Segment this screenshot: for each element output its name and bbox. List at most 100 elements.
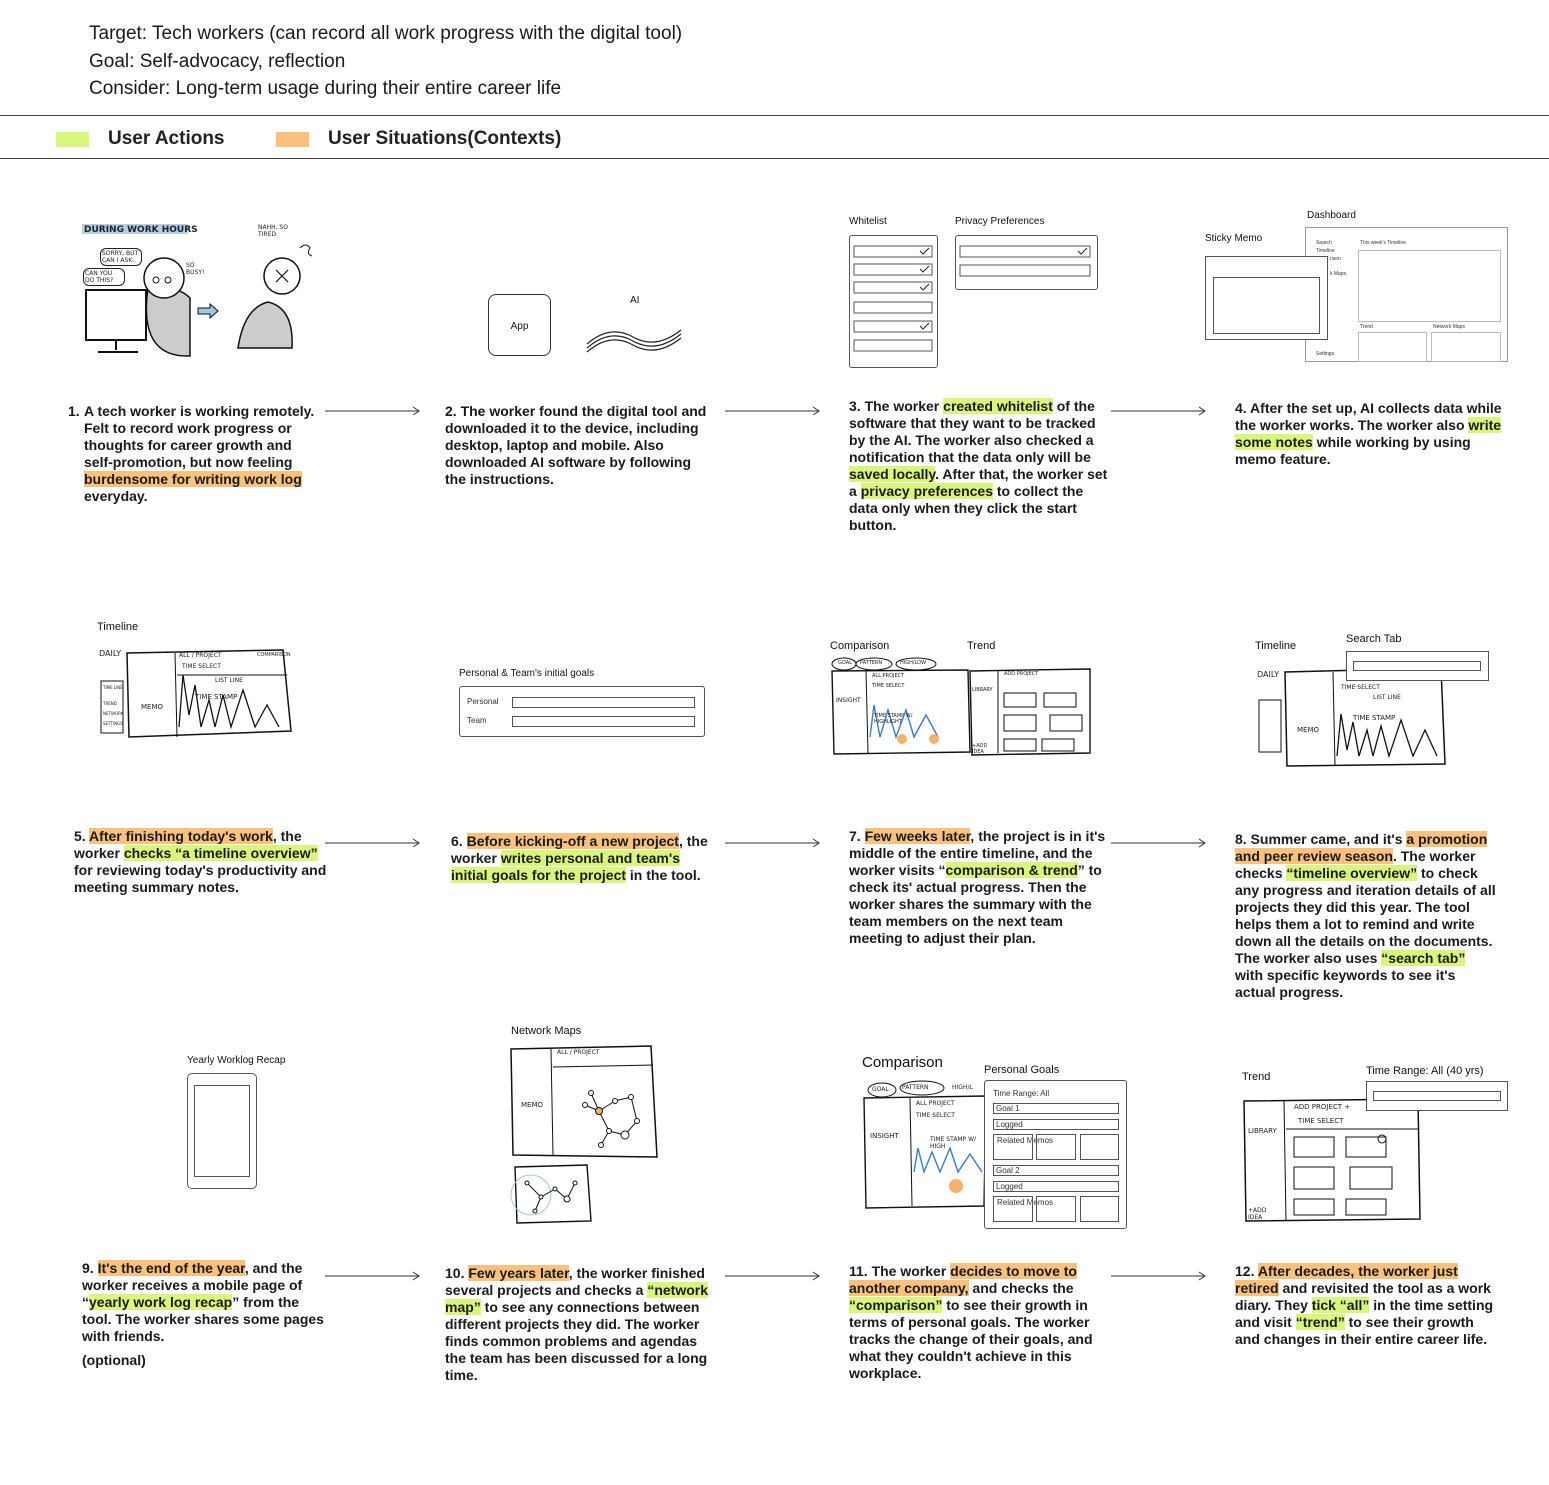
time-range-panel-12 bbox=[1366, 1081, 1508, 1111]
step-12-text: 12. After decades, the worker just retir… bbox=[1235, 1263, 1494, 1347]
app-label: App bbox=[510, 321, 529, 332]
step-4-text: 4. After the set up, AI collects data wh… bbox=[1235, 400, 1502, 467]
dash-nav-search: Search bbox=[1316, 240, 1332, 246]
step-9-action: yearly work log recap bbox=[89, 1294, 233, 1310]
divider-top bbox=[0, 115, 1549, 116]
goals-panel: Personal Team bbox=[459, 686, 705, 737]
search-input[interactable] bbox=[1353, 661, 1481, 671]
all-project-label-5: ALL / PROJECT bbox=[179, 652, 222, 659]
personal-goal-input[interactable] bbox=[512, 697, 695, 708]
timeline-title-5: Timeline bbox=[97, 621, 139, 633]
dash-trend-label: Trend bbox=[1360, 324, 1373, 330]
time-select-label-5: TIME SELECT bbox=[182, 663, 221, 670]
tired-label: NAHH, SO TIRED bbox=[258, 224, 288, 238]
sticky-memo-title: Sticky Memo bbox=[1205, 233, 1263, 244]
time-stamp-label-7: TIME STAMP W/ HIGHLIGHT bbox=[874, 713, 913, 725]
dashboard-panel: Search Timeline rison k Maps Settings Th… bbox=[1305, 227, 1508, 362]
time-stamp-label-11: TIME STAMP W/ HIGH bbox=[930, 1136, 977, 1150]
whitelist-panel bbox=[849, 235, 938, 368]
legend-actions: User Actions bbox=[56, 128, 225, 150]
trend-drawing-12 bbox=[1243, 1098, 1421, 1222]
goal-1-label: Goal 1 bbox=[996, 1104, 1020, 1113]
goals-title: Personal & Team's initial goals bbox=[459, 668, 595, 679]
goal-1-row: Goal 1 bbox=[993, 1103, 1119, 1114]
step-2-text: 2. The worker found the digital tool and… bbox=[445, 403, 707, 487]
menu-network-5: NETWORK bbox=[103, 711, 124, 716]
add-project-label-12: ADD PROJECT + bbox=[1294, 1103, 1351, 1111]
time-select-label-8: TIME SELECT bbox=[1341, 684, 1380, 691]
goal-2-label: Goal 2 bbox=[996, 1166, 1020, 1175]
comparison-trend-drawing-7 bbox=[831, 657, 1091, 756]
whitelist-rows bbox=[853, 245, 933, 352]
trend-sketch-12: ADD PROJECT + TIME SELECT LIBRARY +ADD I… bbox=[1238, 1095, 1423, 1225]
time-range-title-12: Time Range: All (40 yrs) bbox=[1366, 1065, 1484, 1077]
privacy-title: Privacy Preferences bbox=[955, 216, 1045, 227]
legend-situations: User Situations(Contexts) bbox=[276, 128, 561, 150]
personal-goals-title: Personal Goals bbox=[984, 1064, 1060, 1076]
ai-wave-icon bbox=[586, 329, 682, 353]
dash-timeline-area bbox=[1358, 250, 1501, 322]
arrow-7-8 bbox=[1111, 838, 1206, 848]
arrow-2-3 bbox=[725, 406, 820, 416]
team-label: Team bbox=[467, 716, 487, 725]
step-11-text: 11. The worker decides to move to anothe… bbox=[849, 1263, 1093, 1381]
yearly-recap-title: Yearly Worklog Recap bbox=[187, 1055, 286, 1066]
menu-trend-5: TREND bbox=[103, 701, 117, 706]
header: Target: Tech workers (can record all wor… bbox=[89, 20, 682, 103]
timeline-title-8: Timeline bbox=[1255, 640, 1297, 652]
menu-timeline-5: TIME LINE bbox=[103, 685, 123, 690]
insight-label-7: INSIGHT bbox=[836, 697, 861, 704]
comparison-title-7: Comparison bbox=[830, 640, 890, 652]
legend-actions-swatch bbox=[56, 131, 89, 147]
arrow-3-4 bbox=[1111, 406, 1206, 416]
step-8-action-search: “search tab” bbox=[1381, 950, 1466, 966]
add-idea-label-7: +ADD IDEA bbox=[972, 743, 988, 755]
network-all-project-label: ALL / PROJECT bbox=[557, 1049, 600, 1056]
dash-network-label: Network Maps bbox=[1433, 324, 1465, 330]
time-range-input-12[interactable] bbox=[1373, 1091, 1501, 1101]
sketch-worker-illustration: DURING WORK HOURS SORRY, BUT CAN I ASK..… bbox=[78, 218, 318, 368]
pattern-chip-11: PATTERN bbox=[902, 1084, 929, 1091]
highlow-chip-7: HIGH/LOW bbox=[900, 660, 927, 666]
trend-title-7: Trend bbox=[967, 640, 996, 652]
related-memos-1-label: Related Memos bbox=[997, 1136, 1054, 1145]
speech-bubble-do-this: CAN YOU DO THIS? bbox=[83, 268, 125, 286]
timeline-sketch-5: DAILY ALL / PROJECT COMPARISON TIME SELE… bbox=[97, 645, 297, 750]
header-goal: Goal: Self-advocacy, reflection bbox=[89, 50, 346, 72]
step-9-situation: It's the end of the year bbox=[97, 1260, 245, 1276]
memo-card-1c bbox=[1080, 1134, 1119, 1160]
step-5-action: checks “a timeline overview” bbox=[123, 845, 318, 861]
memo-label-5: MEMO bbox=[141, 703, 164, 711]
sticky-memo-textarea bbox=[1213, 277, 1320, 334]
team-goal-input[interactable] bbox=[512, 716, 695, 727]
during-label: DURING WORK HOURS bbox=[84, 225, 198, 235]
ai-label: AI bbox=[630, 295, 640, 306]
list-line-label-5: LIST LINE bbox=[215, 677, 243, 684]
daily-label-5: DAILY bbox=[99, 649, 122, 658]
logged-2-label: Logged bbox=[996, 1182, 1023, 1191]
related-memos-2-label: Related Memos bbox=[997, 1198, 1054, 1207]
timeline-sketch-5-drawing bbox=[100, 649, 292, 738]
library-label-7: LIBRARY bbox=[972, 687, 993, 693]
memo-card-2a bbox=[993, 1196, 1033, 1222]
library-label-12: LIBRARY bbox=[1248, 1127, 1277, 1135]
all-project-label-7: ALL PROJECT bbox=[872, 673, 905, 679]
speech-bubble-ask: SORRY, BUT CAN I ASK.. bbox=[100, 248, 142, 266]
comparison-label-5: COMPARISON bbox=[257, 652, 291, 658]
dash-network-area bbox=[1431, 332, 1501, 362]
step-5-text: 5. After finishing today's work, the wor… bbox=[74, 828, 327, 895]
step-12-action-trend: “trend” bbox=[1295, 1314, 1345, 1330]
goal-chip-11: GOAL bbox=[872, 1086, 889, 1093]
comparison-sketch-11: GOAL PATTERN HIGH/L INSIGHT ALL PROJECT … bbox=[860, 1076, 990, 1211]
step-12-action-all: tick “all” bbox=[1311, 1297, 1370, 1313]
whitelist-title: Whitelist bbox=[849, 216, 887, 227]
memo-card-2c bbox=[1080, 1196, 1119, 1222]
step-3-action-whitelist: created whitelist bbox=[943, 398, 1053, 414]
arrow-10-11 bbox=[725, 1271, 820, 1281]
personal-goals-panel: Time Range: All Goal 1 Logged Related Me… bbox=[984, 1080, 1127, 1229]
step-1-situation: burdensome for writing work log bbox=[84, 471, 302, 487]
memo-card-1b bbox=[1036, 1134, 1076, 1160]
logged-2-row: Logged bbox=[993, 1181, 1119, 1192]
dash-weeks-label: This week's Timeline bbox=[1360, 240, 1406, 246]
legend-situations-swatch bbox=[276, 131, 309, 147]
